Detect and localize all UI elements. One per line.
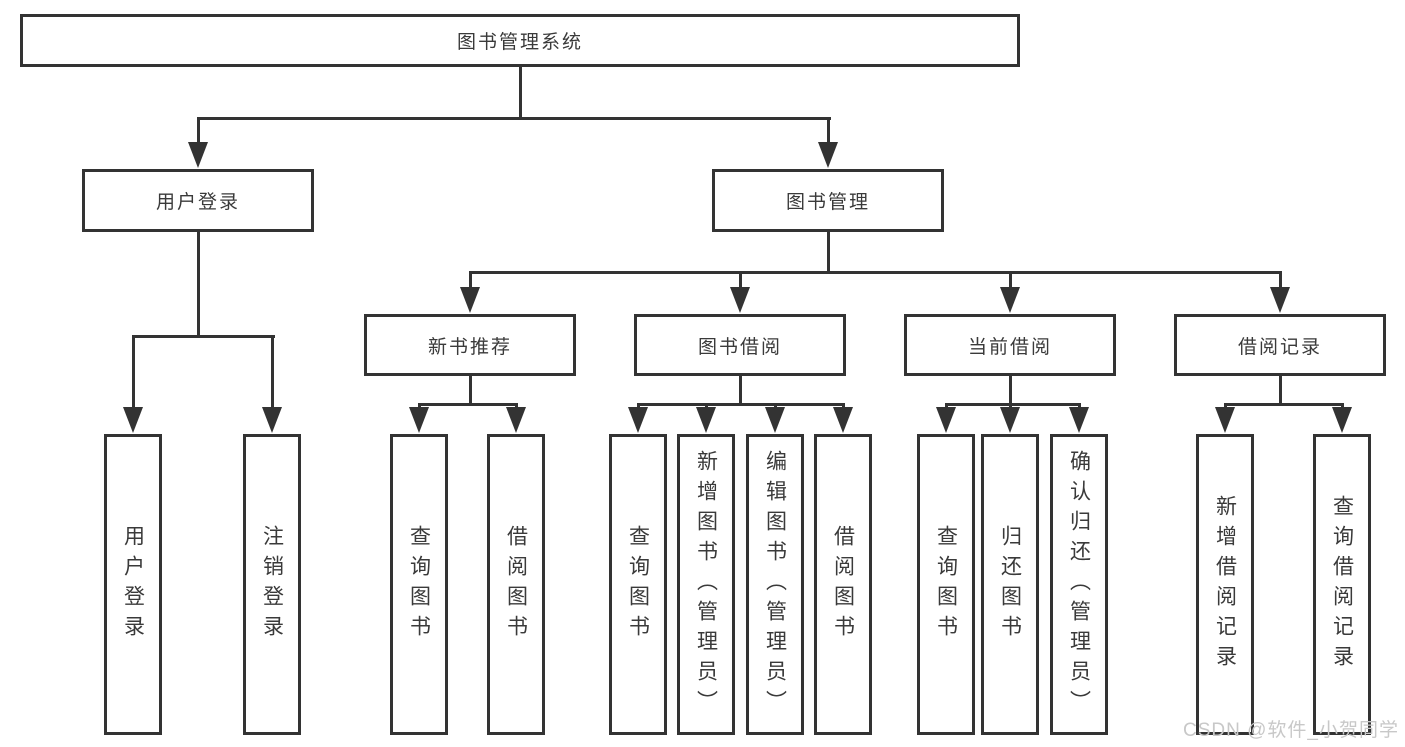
leaf-query-books-borrow: 查询图书 bbox=[609, 434, 667, 735]
connector-book-borrow-stem bbox=[739, 376, 742, 406]
connector-drop-book-management bbox=[827, 117, 830, 147]
connector-level2-rail bbox=[197, 117, 831, 120]
arrowhead-down-icon bbox=[696, 407, 716, 433]
connector-root-stem bbox=[519, 67, 522, 119]
connector-new-book-rail bbox=[418, 403, 518, 406]
node-label: 查询借阅记录 bbox=[1330, 494, 1354, 675]
node-book-borrow: 图书借阅 bbox=[634, 314, 846, 376]
connector-drop-level3 bbox=[739, 271, 742, 289]
arrowhead-down-icon bbox=[765, 407, 785, 433]
arrowhead-down-icon bbox=[833, 407, 853, 433]
node-label: 归还图书 bbox=[998, 524, 1022, 645]
arrowhead-down-icon bbox=[628, 407, 648, 433]
connector-book-borrow-rail bbox=[637, 403, 845, 406]
leaf-logout: 注销登录 bbox=[243, 434, 301, 735]
node-label: 注销登录 bbox=[260, 524, 284, 645]
leaf-edit-book-admin: 编辑图书（管理员） bbox=[746, 434, 804, 735]
node-label: 编辑图书（管理员） bbox=[763, 449, 787, 720]
connector-user-login-rail bbox=[132, 335, 275, 338]
leaf-confirm-return-admin: 确认归还（管理员） bbox=[1050, 434, 1108, 735]
node-user-login: 用户登录 bbox=[82, 169, 314, 232]
connector-borrow-records-stem bbox=[1279, 376, 1282, 406]
arrowhead-down-icon bbox=[1215, 407, 1235, 433]
connector-drop-level3 bbox=[469, 271, 472, 289]
node-label: 用户登录 bbox=[155, 192, 240, 213]
node-label: 借阅记录 bbox=[1237, 336, 1322, 358]
arrowhead-down-icon bbox=[818, 142, 838, 168]
connector-new-book-stem bbox=[469, 376, 472, 406]
arrowhead-down-icon bbox=[936, 407, 956, 433]
arrowhead-down-icon bbox=[1000, 287, 1020, 313]
node-label: 当前借阅 bbox=[967, 336, 1052, 358]
node-label: 新增图书（管理员） bbox=[694, 449, 718, 720]
arrowhead-down-icon bbox=[123, 407, 143, 433]
node-root-library-system: 图书管理系统 bbox=[20, 14, 1020, 67]
arrowhead-down-icon bbox=[460, 287, 480, 313]
leaf-user-login: 用户登录 bbox=[104, 434, 162, 735]
node-label: 新增借阅记录 bbox=[1213, 494, 1237, 675]
leaf-add-borrow-record: 新增借阅记录 bbox=[1196, 434, 1254, 735]
connector-drop-user-login bbox=[197, 117, 200, 147]
node-book-management: 图书管理 bbox=[712, 169, 944, 232]
node-label: 用户登录 bbox=[121, 524, 145, 645]
node-new-book-recommend: 新书推荐 bbox=[364, 314, 576, 376]
connector-book-management-stem bbox=[827, 232, 830, 274]
connector-current-borrow-rail bbox=[945, 403, 1081, 406]
arrowhead-down-icon bbox=[506, 407, 526, 433]
connector-borrow-records-rail bbox=[1224, 403, 1344, 406]
leaf-query-books-recommend: 查询图书 bbox=[390, 434, 448, 735]
node-label: 图书管理系统 bbox=[456, 32, 583, 53]
connector-current-borrow-stem bbox=[1009, 376, 1012, 406]
arrowhead-down-icon bbox=[188, 142, 208, 168]
arrowhead-down-icon bbox=[1332, 407, 1352, 433]
arrowhead-down-icon bbox=[1069, 407, 1089, 433]
connector-drop-leaf bbox=[271, 335, 274, 409]
connector-drop-leaf bbox=[132, 335, 135, 409]
leaf-borrow-books-recommend: 借阅图书 bbox=[487, 434, 545, 735]
arrowhead-down-icon bbox=[1000, 407, 1020, 433]
csdn-watermark: CSDN @软件_小贺同学 bbox=[1183, 720, 1399, 741]
leaf-query-borrow-record: 查询借阅记录 bbox=[1313, 434, 1371, 735]
node-label: 图书借阅 bbox=[697, 336, 782, 358]
connector-level3-rail bbox=[469, 271, 1282, 274]
connector-drop-level3 bbox=[1279, 271, 1282, 289]
node-label: 新书推荐 bbox=[427, 336, 512, 358]
node-current-borrow: 当前借阅 bbox=[904, 314, 1116, 376]
leaf-query-books-current: 查询图书 bbox=[917, 434, 975, 735]
node-label: 查询图书 bbox=[407, 524, 431, 645]
arrowhead-down-icon bbox=[730, 287, 750, 313]
node-label: 图书管理 bbox=[785, 192, 870, 213]
arrowhead-down-icon bbox=[1270, 287, 1290, 313]
connector-user-login-stem bbox=[197, 232, 200, 338]
arrowhead-down-icon bbox=[409, 407, 429, 433]
node-borrow-records: 借阅记录 bbox=[1174, 314, 1386, 376]
leaf-borrow-books: 借阅图书 bbox=[814, 434, 872, 735]
arrowhead-down-icon bbox=[262, 407, 282, 433]
node-label: 借阅图书 bbox=[504, 524, 528, 645]
node-label: 查询图书 bbox=[934, 524, 958, 645]
leaf-return-books: 归还图书 bbox=[981, 434, 1039, 735]
leaf-add-book-admin: 新增图书（管理员） bbox=[677, 434, 735, 735]
node-label: 查询图书 bbox=[626, 524, 650, 645]
node-label: 借阅图书 bbox=[831, 524, 855, 645]
node-label: 确认归还（管理员） bbox=[1067, 449, 1091, 720]
connector-drop-level3 bbox=[1009, 271, 1012, 289]
